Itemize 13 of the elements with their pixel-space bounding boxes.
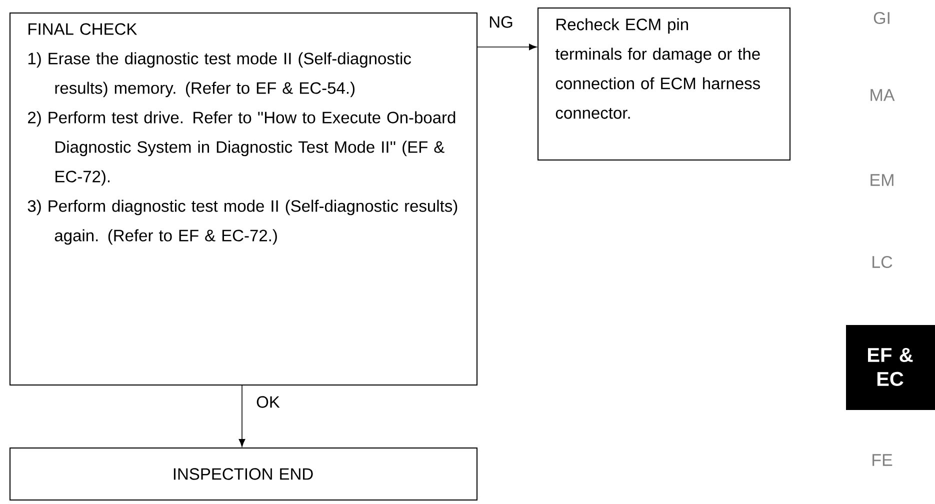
section-label: FE <box>872 454 892 466</box>
edge-label: OK <box>256 396 280 408</box>
process-box: FINAL CHECK 1) Erase the diagnostic test mode II (Self-diagnostic results) memory. (Refer to EF & EC-54.) 2) Perform test drive. Refer to ''How to Execute On-board Diagnostic System in Diagnostic Test Mode II'' (EF & EC-72). 3) Perform diagnostic test mode II (Self-diagnostic results) again. (Refer to EF & EC-72.) <box>10 12 478 386</box>
process-box: INSPECTION END <box>10 448 478 500</box>
arrow <box>476 44 537 50</box>
edge-label: NG <box>490 16 512 28</box>
section-label: LC <box>872 256 892 268</box>
section-label: EM <box>870 174 894 186</box>
process-box: Recheck ECM pin terminals for damage or the connection of ECM harness connector. <box>538 8 790 160</box>
arrow <box>238 384 246 447</box>
section-label: MA <box>870 89 895 101</box>
section-tab: EF & EC <box>846 325 935 410</box>
section-label: GI <box>874 12 890 24</box>
